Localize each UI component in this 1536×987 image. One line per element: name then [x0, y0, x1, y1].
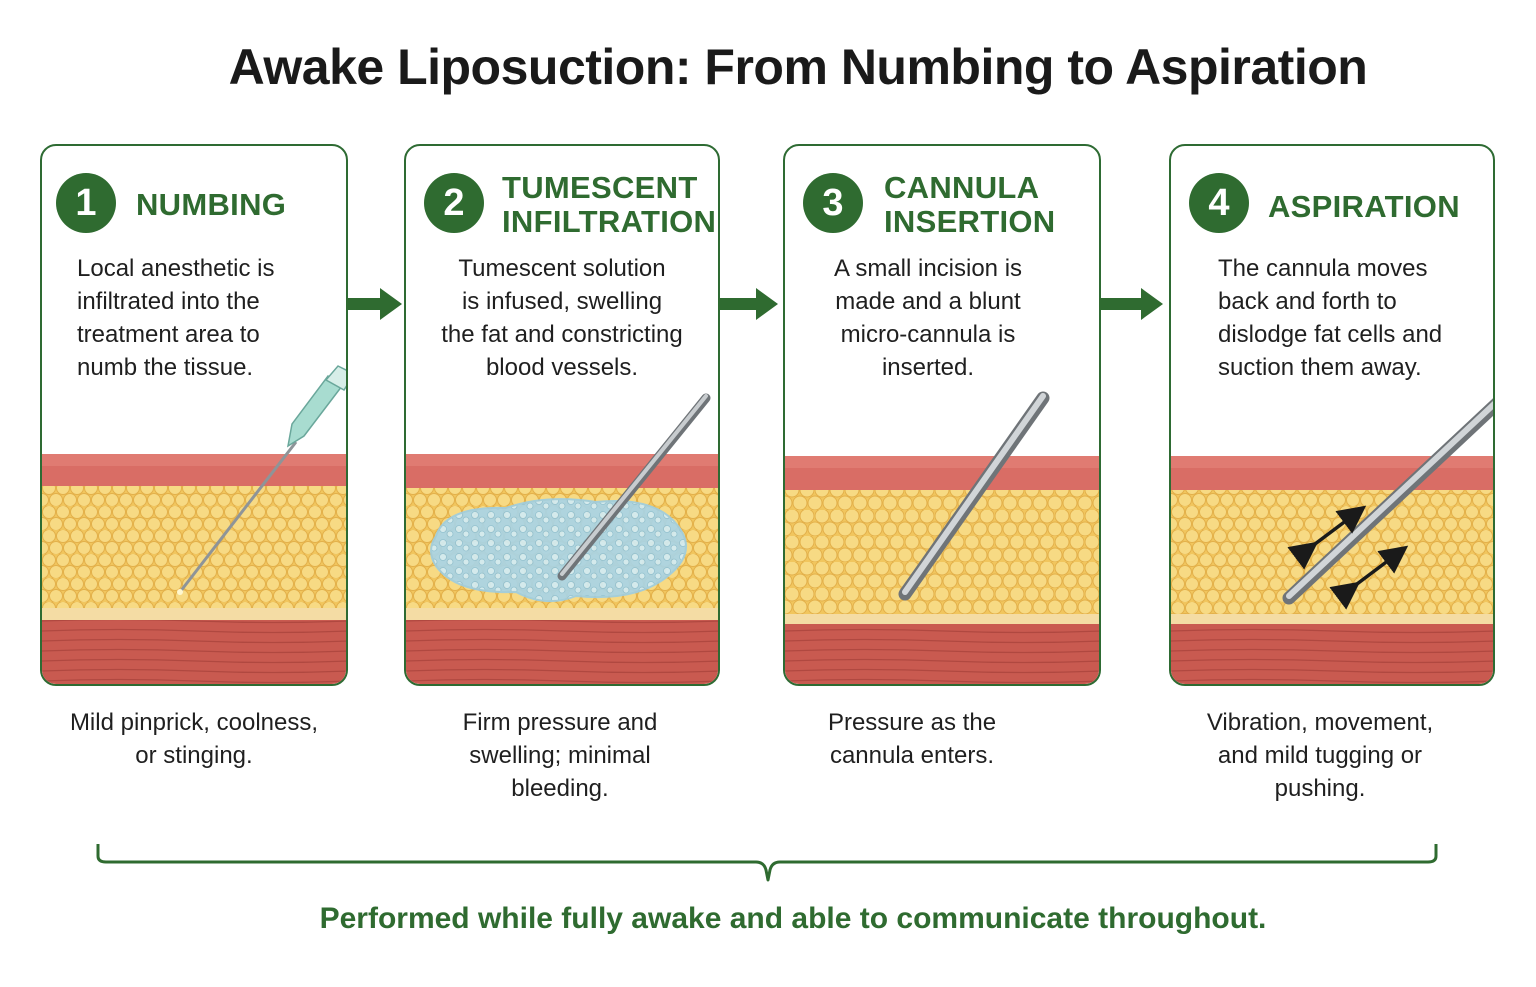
page-title: Awake Liposuction: From Numbing to Aspir…: [228, 39, 1368, 95]
arrow-right-icon: [1099, 288, 1163, 320]
grouping-brace: [96, 844, 1438, 882]
step-panel-aspiration: 4 ASPIRATION The cannula moves back and …: [1169, 144, 1495, 686]
step-number-badge: 3: [803, 173, 863, 233]
micro-cannula-icon: [898, 391, 1050, 601]
step-description: Local anesthetic is infiltrated into the…: [77, 255, 275, 381]
step-heading: CANNULA INSERTION: [884, 170, 1056, 239]
step-heading: NUMBING: [136, 187, 287, 222]
step-heading: TUMESCENT INFILTRATION: [502, 170, 717, 239]
infusion-cannula-icon: [557, 393, 711, 581]
step-panel-cannula-insertion: 3 CANNULA INSERTION A small incision is …: [783, 144, 1101, 686]
step-panel-numbing: 1 NUMBING Local anesthetic is infiltrate…: [40, 144, 348, 686]
step-sensation: Firm pressure and swelling; minimal blee…: [462, 709, 658, 802]
step-number-badge: 2: [424, 173, 484, 233]
step-sensation: Pressure as the cannula enters.: [827, 709, 997, 769]
step-sensation: Mild pinprick, coolness, or stinging.: [69, 709, 319, 769]
step-description: A small incision is made and a blunt mic…: [833, 255, 1023, 381]
tumescent-solution-pool: [430, 498, 687, 603]
step-sensation: Vibration, movement, and mild tugging or…: [1206, 709, 1434, 802]
arrow-right-icon: [346, 288, 402, 320]
double-arrow-icon: [1287, 505, 1409, 610]
tissue-cross-section: [785, 391, 1099, 684]
step-number-badge: 4: [1189, 173, 1249, 233]
footer-note: Performed while fully awake and able to …: [319, 902, 1267, 935]
step-description: Tumescent solution is infused, swelling …: [441, 255, 683, 381]
step-description: The cannula moves back and forth to disl…: [1218, 255, 1443, 381]
step-heading: ASPIRATION: [1268, 189, 1460, 224]
tissue-cross-section: [406, 393, 718, 684]
tissue-cross-section: [42, 365, 346, 684]
arrow-right-icon: [718, 288, 778, 320]
needle-icon: [177, 365, 346, 595]
step-number-badge: 1: [56, 173, 116, 233]
step-panel-tumescent-infiltration: 2 TUMESCENT INFILTRATION Tumescent solut…: [404, 144, 720, 686]
tissue-cross-section: [1171, 398, 1493, 684]
